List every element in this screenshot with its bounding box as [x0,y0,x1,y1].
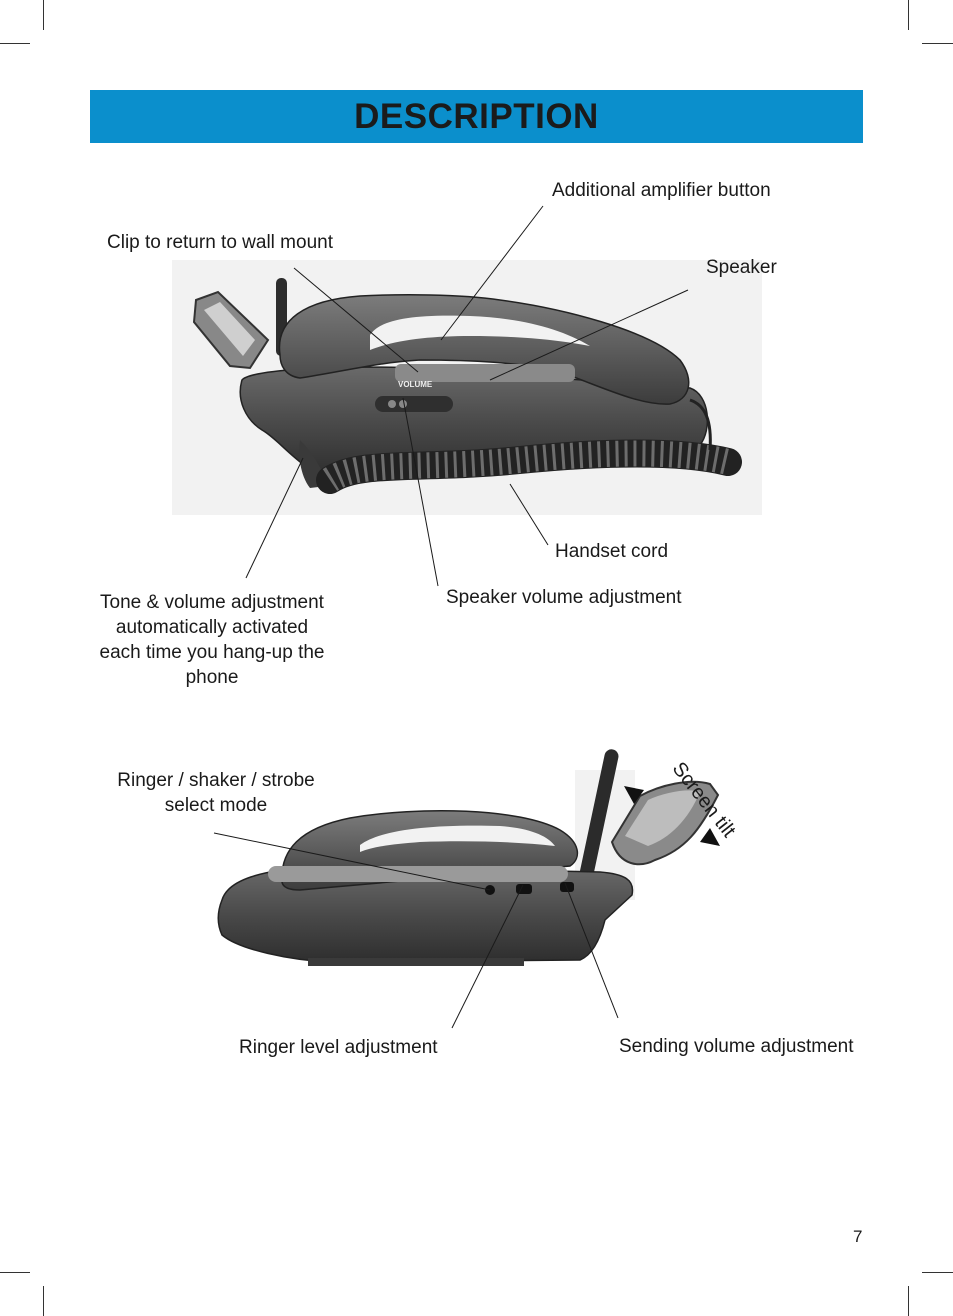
crop-mark [43,0,44,30]
tilt-arrow-up [624,786,644,804]
crop-mark [0,1272,30,1273]
crop-mark [922,1272,953,1273]
volume-marking: VOLUME [398,380,433,389]
crop-mark [908,1286,909,1316]
label-ringer-mode-line: Ringer / shaker / strobe [117,770,315,791]
bottom-leader-lines [213,832,619,1029]
label-ringer-level: Ringer level adjustment [239,1037,438,1058]
header-banner: DESCRIPTION [90,90,863,143]
page-number: 7 [853,1227,863,1246]
label-ringer-mode: Ringer / shaker / strobe select mode [100,768,332,818]
label-tone-volume-line: phone [185,667,239,688]
label-tone-volume-line: Tone & volume adjustment [100,592,324,613]
handset [278,294,690,405]
bottom-phone-image [217,749,720,966]
coiled-cord [316,439,742,494]
crop-mark [908,0,909,30]
crop-mark [43,1286,44,1316]
antenna [579,749,619,882]
crop-mark [0,43,30,44]
tilt-arrow-down [700,828,720,846]
label-speaker: Speaker [706,257,777,278]
page-title: DESCRIPTION [354,97,599,136]
top-phone-image [172,260,762,515]
label-ringer-mode-line: select mode [164,795,268,816]
label-speaker-volume: Speaker volume adjustment [446,587,682,608]
label-sending-volume: Sending volume adjustment [619,1036,854,1057]
label-tone-volume-line: automatically activated [115,617,309,638]
crop-mark [922,43,953,44]
label-clip: Clip to return to wall mount [107,232,333,253]
label-amplifier: Additional amplifier button [552,180,771,201]
label-handset-cord: Handset cord [555,541,669,562]
label-tone-volume-line: each time you hang-up the [99,642,325,663]
top-leader-lines [245,205,689,587]
label-tone-volume: Tone & volume adjustment automatically a… [92,590,332,690]
